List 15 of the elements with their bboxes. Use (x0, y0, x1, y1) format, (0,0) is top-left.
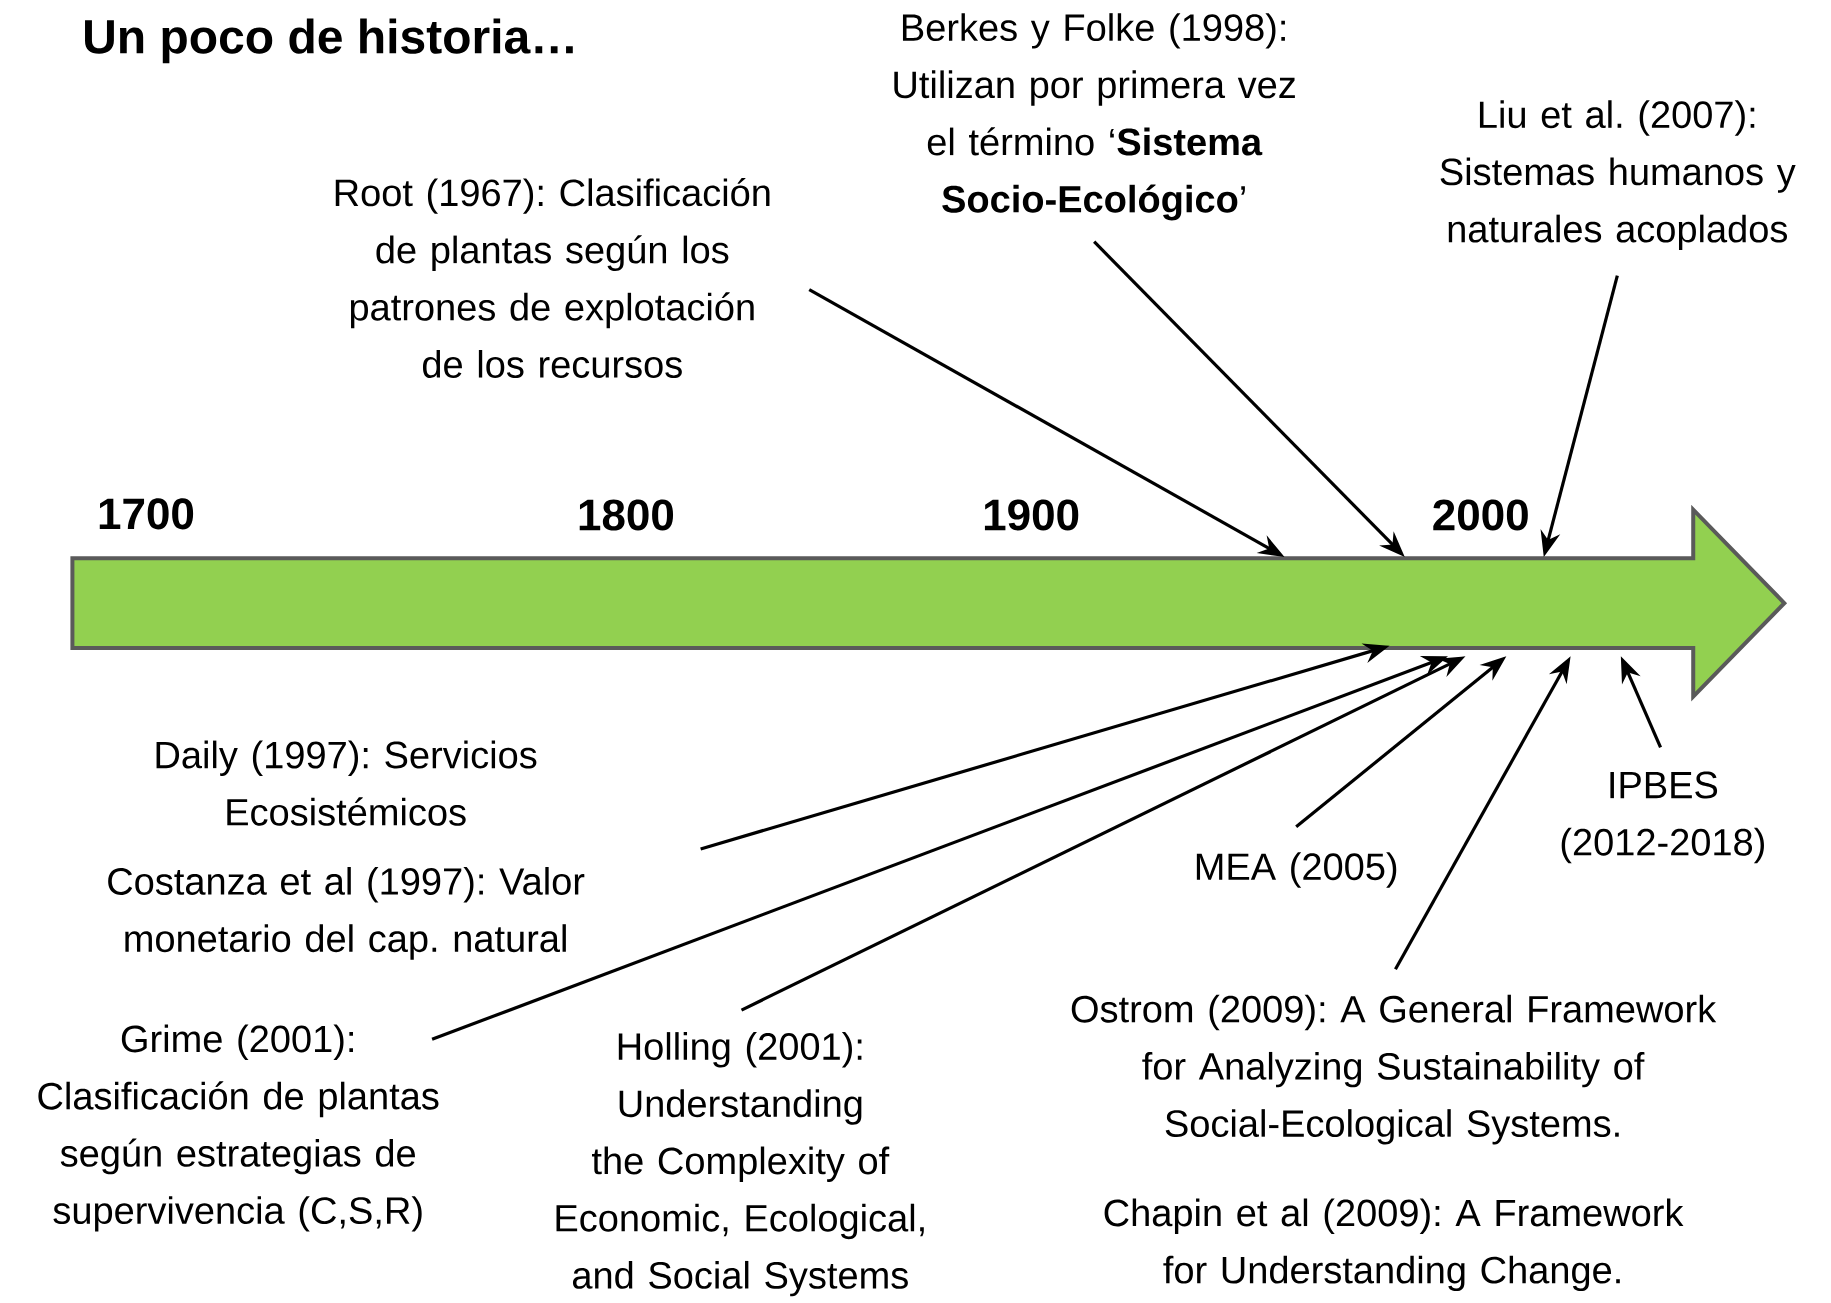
annotation-text: Berkes y Folke (1998): Utilizan por primera vez el término ‘Sistema Socio-Ecológico’ (894, 13, 1295, 221)
annotation-text: Grime (2001): Clasificación de plantas según estrategias de supervivencia (C,S,R) (38, 1024, 439, 1232)
annotation-text: Daily (1997): Servicios Ecosistémicos Costanza et al (1997): Valor monetario del cap. natural (108, 740, 585, 960)
year-label: 1900 (984, 499, 1079, 531)
annotation-text: Holling (2001): Understanding the Complexity of Economic, Ecological, and Social Systems (556, 1032, 924, 1297)
annotation-text: MEA (2005) (1196, 852, 1397, 888)
annotation-text: IPBES (2012-2018) (1561, 771, 1764, 864)
year-label: 2000 (1433, 499, 1528, 531)
annotation-text: Ostrom (2009): A General Framework for Analyzing Sustainability of Social-Ecological Systems. (1071, 994, 1717, 1145)
year-label: 1700 (99, 498, 194, 530)
annotation-text: Liu et al. (2007): Sistemas humanos y naturales acoplados (1440, 100, 1796, 250)
annotation-text: Chapin et al (2009): A Framework for Understanding Change. (1104, 1198, 1684, 1292)
year-label: 1800 (579, 499, 674, 531)
annotation-text: Root (1967): Clasificación de plantas según los patrones de explotación de los recursos (335, 177, 770, 378)
title: Un poco de historia… (85, 18, 573, 64)
